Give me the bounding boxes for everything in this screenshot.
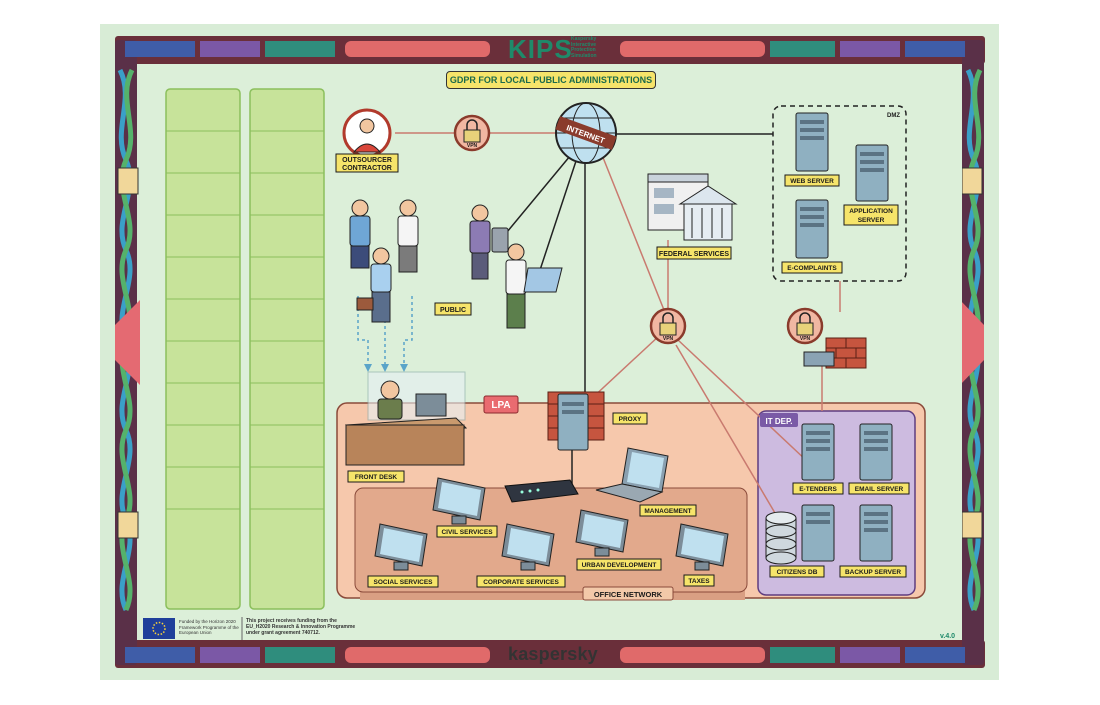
web-server-icon	[795, 112, 829, 172]
public-to-frontdesk-arrows	[357, 296, 413, 372]
federal-services-tag	[656, 246, 732, 260]
outsourcer-label-line2: CONTRACTOR	[342, 165, 392, 172]
vpn-lock-icon	[453, 114, 491, 152]
social-services-tag	[367, 575, 439, 588]
network-switch-icon	[504, 479, 579, 503]
e-tenders-label: E-TENDERS	[799, 486, 837, 493]
grant-line: EU_H2020 Research & Innovation Programme	[246, 624, 356, 630]
application-server-icon	[855, 144, 889, 202]
taxes-monitor-icon	[675, 523, 729, 571]
vpn-lock-icon	[786, 307, 824, 345]
eu-funding-line: Funded by the Horizon 2020	[179, 619, 236, 624]
grant-line: This project receives funding from the	[246, 618, 337, 624]
front-desk-icon	[344, 371, 468, 466]
dmz-zone	[772, 105, 907, 282]
civil-services-tag	[436, 525, 498, 538]
proxy-tag	[612, 412, 648, 425]
urban-development-tag	[576, 558, 662, 571]
firewall-icon	[803, 337, 867, 369]
e-complaints-server-icon	[795, 199, 829, 259]
public-label: PUBLIC	[440, 307, 466, 314]
application-server-label-line2: SERVER	[858, 217, 885, 224]
grant-text: This project receives funding from the E…	[246, 618, 366, 636]
vpn-label-middle: VPN	[663, 336, 674, 342]
kips-sub-line: Simulation	[571, 52, 597, 59]
backup-server-tag	[839, 565, 907, 578]
civil-services-label: CIVIL SERVICES	[441, 529, 493, 536]
grant-line: under grant agreement 740712.	[246, 630, 320, 636]
civil-services-monitor-icon	[432, 477, 486, 525]
kaspersky-logo: kaspersky	[508, 644, 598, 664]
application-server-tag	[843, 204, 899, 226]
urban-development-monitor-icon	[575, 509, 629, 557]
email-server-label: EMAIL SERVER	[855, 486, 904, 493]
taxes-label: TAXES	[688, 578, 710, 585]
eu-flag-icon	[143, 618, 175, 639]
kips-sub-line: Interactive	[571, 41, 597, 48]
it-dep-label: IT DEP.	[766, 417, 793, 426]
vpn-label-right: VPN	[800, 336, 811, 342]
vpn-lock-icon	[649, 307, 687, 345]
public-tag	[434, 302, 472, 316]
lpa-label: LPA	[491, 400, 510, 411]
eu-funding-line: Framework Programme of the	[179, 624, 239, 630]
vpn-label-top: VPN	[467, 143, 478, 149]
lpa-badge	[483, 395, 519, 414]
urban-development-label: URBAN DEVELOPMENT	[582, 562, 657, 569]
front-desk-label: FRONT DESK	[355, 474, 398, 481]
version-label: v.4.0	[940, 633, 956, 640]
public-people-icon	[469, 204, 563, 329]
e-tenders-tag	[792, 482, 844, 495]
e-complaints-label: E-COMPLAINTS	[787, 265, 837, 272]
dmz-label: DMZ	[887, 113, 900, 119]
email-server-tag	[848, 482, 910, 495]
e-tenders-server-icon	[801, 423, 835, 481]
social-services-monitor-icon	[374, 523, 428, 571]
internet-globe-icon	[555, 102, 617, 164]
social-services-label: SOCIAL SERVICES	[374, 579, 434, 586]
citizens-db-tag	[769, 565, 825, 578]
public-people-icon	[349, 199, 419, 323]
card-slots-left	[165, 88, 241, 610]
proxy-label: PROXY	[619, 416, 642, 423]
corporate-services-tag	[476, 575, 566, 588]
kips-sub-line: Kaspersky	[571, 36, 597, 42]
management-tag	[639, 504, 697, 517]
application-server-label-line1: APPLICATION	[849, 208, 893, 215]
front-desk-tag	[347, 470, 405, 483]
outsourcer-tag	[335, 153, 399, 173]
backup-server-icon	[859, 504, 893, 562]
citizens-db-label: CITIZENS DB	[777, 569, 818, 576]
corporate-services-label: CORPORATE SERVICES	[483, 579, 559, 586]
eu-funding-text: Funded by the Horizon 2020 Framework Pro…	[179, 619, 243, 636]
management-laptop-icon	[595, 447, 669, 503]
it-dep-badge	[760, 413, 798, 427]
taxes-tag	[683, 574, 715, 587]
citizens-db-icon	[765, 504, 835, 565]
corporate-services-monitor-icon	[501, 523, 555, 571]
e-complaints-tag	[781, 261, 843, 274]
kips-sub-line: Protection	[571, 47, 596, 53]
web-server-tag	[784, 174, 840, 187]
office-network-label: OFFICE NETWORK	[594, 590, 663, 599]
federal-services-building-icon	[647, 173, 738, 241]
web-server-label: WEB SERVER	[790, 178, 834, 185]
management-label: MANAGEMENT	[644, 508, 691, 515]
eu-funding-line: European Union	[179, 630, 212, 635]
outsourcer-avatar-icon	[342, 108, 392, 158]
federal-services-label: FEDERAL SERVICES	[659, 251, 729, 258]
backup-server-label: BACKUP SERVER	[845, 569, 901, 576]
outsourcer-label-line1: OUTSOURCER	[342, 157, 392, 164]
email-server-icon	[859, 423, 893, 481]
decorative-frame	[115, 36, 985, 668]
board-title: GDPR FOR LOCAL PUBLIC ADMINISTRATIONS	[446, 71, 656, 89]
card-slots-right	[249, 88, 325, 610]
kips-logo: KIPS	[508, 34, 573, 64]
proxy-server-icon	[547, 391, 605, 451]
kips-logo-subtitle: Kaspersky Interactive Protection Simulat…	[571, 36, 611, 59]
office-network-badge	[582, 586, 674, 601]
